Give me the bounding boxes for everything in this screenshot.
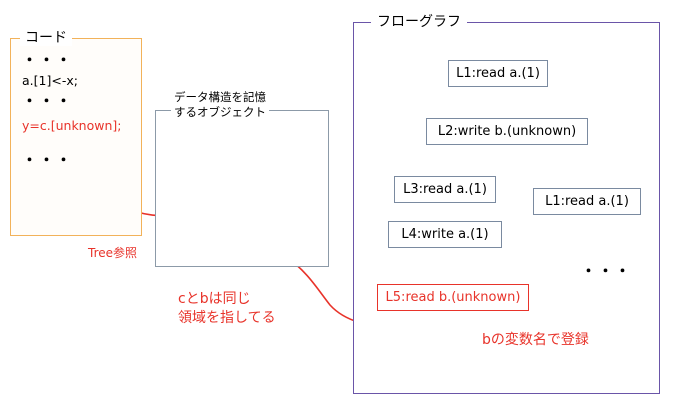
- flow-node-l1: L1:read a.(1): [448, 60, 548, 87]
- code-line-highlighted: y=c.[unknown];: [22, 118, 122, 133]
- same-area-note: cとbは同じ 領域を指してる: [178, 291, 276, 326]
- code-line-ellipsis: ・・・: [22, 151, 74, 169]
- flow-node-l3: L3:read a.(1): [394, 176, 496, 203]
- flow-ellipsis: ・・・: [581, 262, 633, 280]
- flow-node-l4: L4:write a.(1): [388, 221, 502, 248]
- flow-graph-title: フローグラフ: [371, 13, 467, 31]
- code-panel: [10, 38, 142, 236]
- code-line-ellipsis: ・・・: [22, 92, 74, 110]
- register-note: bの変数名で登録: [482, 332, 589, 348]
- flow-node-l5: L5:read b.(unknown): [377, 284, 529, 311]
- flow-node-l1-branch: L1:read a.(1): [533, 188, 641, 215]
- data-structure-panel: [155, 110, 329, 267]
- code-panel-title: コード: [20, 30, 72, 46]
- code-line-ellipsis: ・・・: [22, 51, 74, 69]
- tree-ref-label: Tree参照: [88, 246, 138, 260]
- flow-node-l2: L2:write b.(unknown): [426, 118, 588, 145]
- code-line: a.[1]<-x;: [22, 73, 78, 88]
- data-structure-label: データ構造を記憶 するオブジェクト: [171, 90, 269, 120]
